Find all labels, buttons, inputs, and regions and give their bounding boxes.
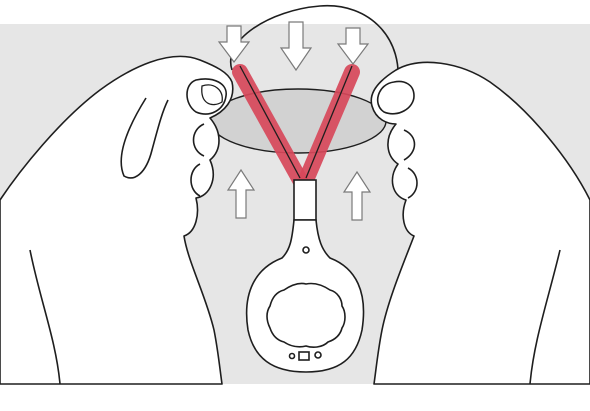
strap-connector	[294, 180, 316, 220]
lens-oval	[210, 89, 386, 153]
